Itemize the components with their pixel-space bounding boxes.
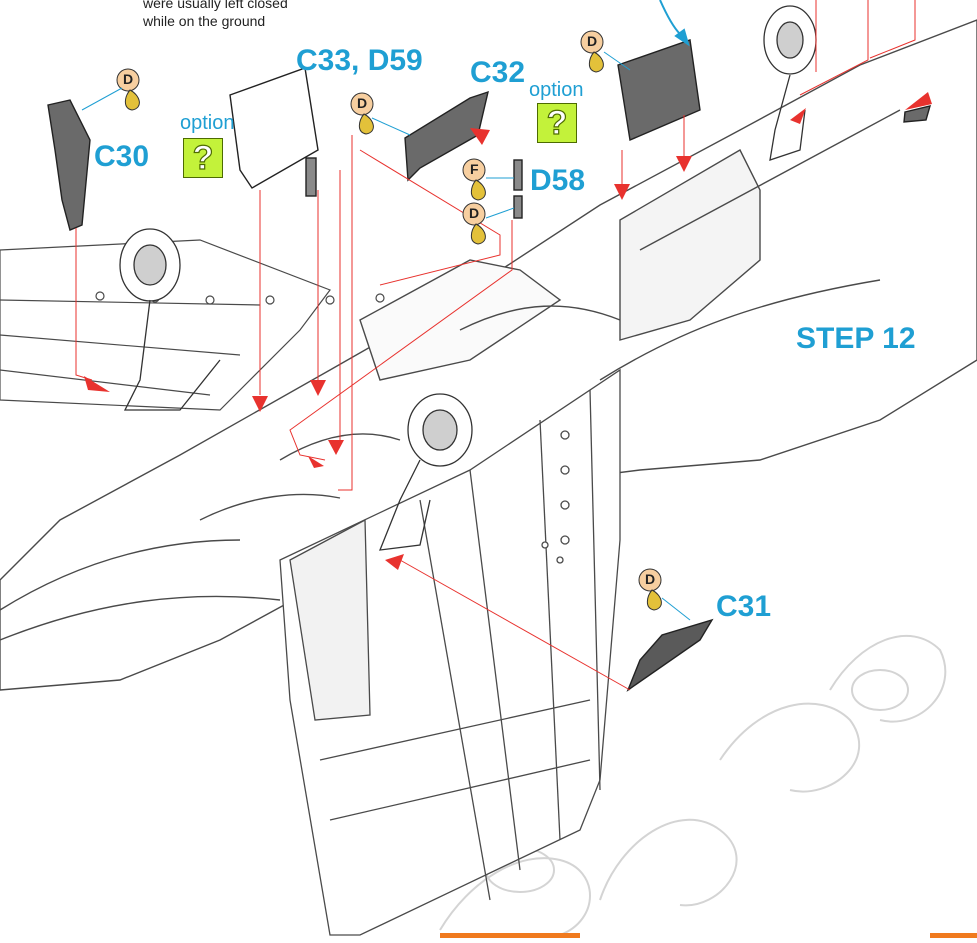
option-label-left: option: [180, 112, 235, 134]
option-question-icon-right: ?: [537, 103, 577, 143]
paint-code-f-d58: F: [470, 161, 479, 177]
paint-tag-d-d58: [462, 202, 515, 245]
paint-code-d-c31: D: [645, 571, 656, 587]
paint-tag-d-c31: [638, 568, 691, 621]
part-c31-shape: [626, 618, 714, 692]
note-line-1: were usually left closed: [143, 0, 288, 11]
fuselage: [0, 19, 977, 691]
paint-tags: [81, 30, 691, 621]
part-c33-shape: [229, 67, 319, 189]
paint-code-d-d58: D: [469, 205, 480, 221]
left-wing: [0, 239, 385, 411]
assembly-note: were usually left closed while on the gr…: [143, 0, 288, 30]
paint-code-d-c32: D: [357, 95, 368, 111]
note-line-2: while on the ground: [143, 13, 266, 29]
guide-arrowheads: [84, 92, 932, 570]
paint-code-d-door: D: [587, 33, 598, 49]
option-label-right: option: [529, 79, 584, 101]
paint-tag-d-c32: [350, 92, 411, 136]
part-shapes: [47, 39, 932, 692]
callout-arrow: [659, 0, 690, 47]
bottom-bar-left: [440, 933, 580, 938]
part-label-c33-d59: C33, D59: [296, 44, 423, 77]
step-label: STEP 12: [796, 322, 916, 355]
part-label-d58: D58: [530, 164, 586, 197]
paint-code-d-c30: D: [123, 71, 134, 87]
landing-gear: [119, 5, 817, 551]
bottom-bar-right: [930, 933, 977, 938]
part-label-c30: C30: [94, 140, 150, 173]
part-c30-shape: [47, 99, 91, 231]
paint-tag-d-c30: [81, 68, 140, 111]
watermark: [439, 634, 947, 936]
paint-tag-f-d58: [462, 158, 514, 201]
paint-tag-d-door: [580, 30, 631, 73]
part-large-door-shape: [617, 39, 701, 141]
lower-wing: [279, 368, 621, 936]
part-label-c32: C32: [470, 56, 526, 89]
part-label-c31: C31: [716, 590, 772, 623]
option-question-icon-left: ?: [183, 138, 223, 178]
